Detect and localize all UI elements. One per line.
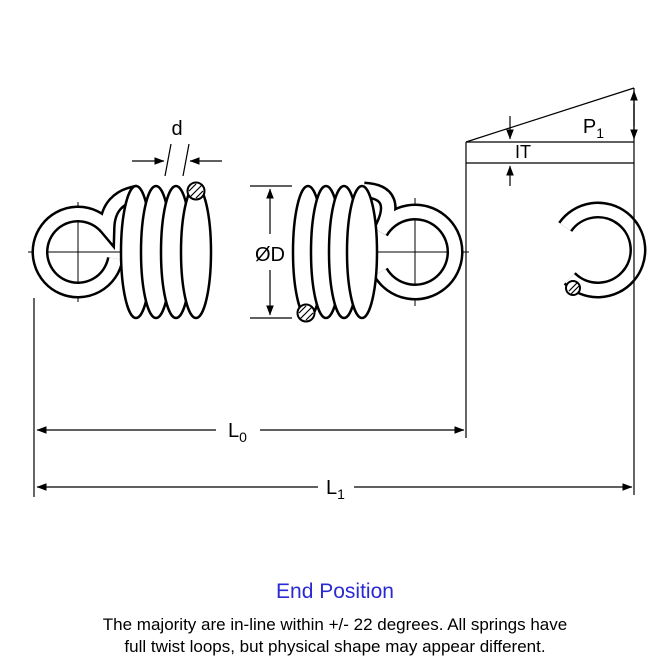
wire-diameter-label: d: [171, 118, 182, 140]
left-hook: [28, 184, 140, 302]
dim-tick: [182, 143, 190, 177]
end-hook-wire-tip: [565, 280, 581, 296]
note-line-1: The majority are in-line within +/- 22 d…: [102, 615, 568, 634]
left-coil-wire-section: [186, 181, 206, 201]
right-hook-wire-fill: [363, 184, 462, 298]
free-length-label: L0: [228, 420, 247, 445]
outer-diameter-dimension: [250, 185, 292, 319]
left-hook-wire-fill: [34, 187, 140, 296]
footer-note: The majority are in-line within +/- 22 d…: [0, 614, 670, 659]
end-hook-wire-fill: [560, 204, 644, 296]
note-line-2: full twist loops, but physical shape may…: [124, 637, 546, 657]
wire-diameter-dimension: [132, 143, 222, 177]
outer-diameter-label: ØD: [255, 244, 285, 266]
right-coil-wire-section: [296, 303, 316, 323]
wire-hatch: [568, 282, 580, 295]
end-position-title: End Position: [276, 580, 394, 603]
spring-diagram: d ØD P1 IT L0: [28, 87, 647, 502]
wire-hatch: [188, 183, 204, 199]
coil-loop: [179, 184, 213, 320]
initial-tension-label: IT: [515, 142, 531, 162]
right-coil: [291, 184, 379, 320]
dim-tick: [164, 143, 172, 177]
load-construction: [465, 87, 638, 495]
wire-hatch: [298, 305, 314, 321]
coil-loop: [345, 184, 379, 320]
extended-length-label: L1: [326, 477, 345, 502]
load-diagonal-line: [465, 87, 635, 143]
right-hook: [361, 181, 469, 306]
free-length-dimension: [33, 298, 465, 497]
left-coil: [119, 184, 213, 320]
footer: End Position The majority are in-line wi…: [0, 580, 670, 659]
load-label: P1: [583, 116, 604, 141]
end-position-hook: [558, 201, 647, 299]
